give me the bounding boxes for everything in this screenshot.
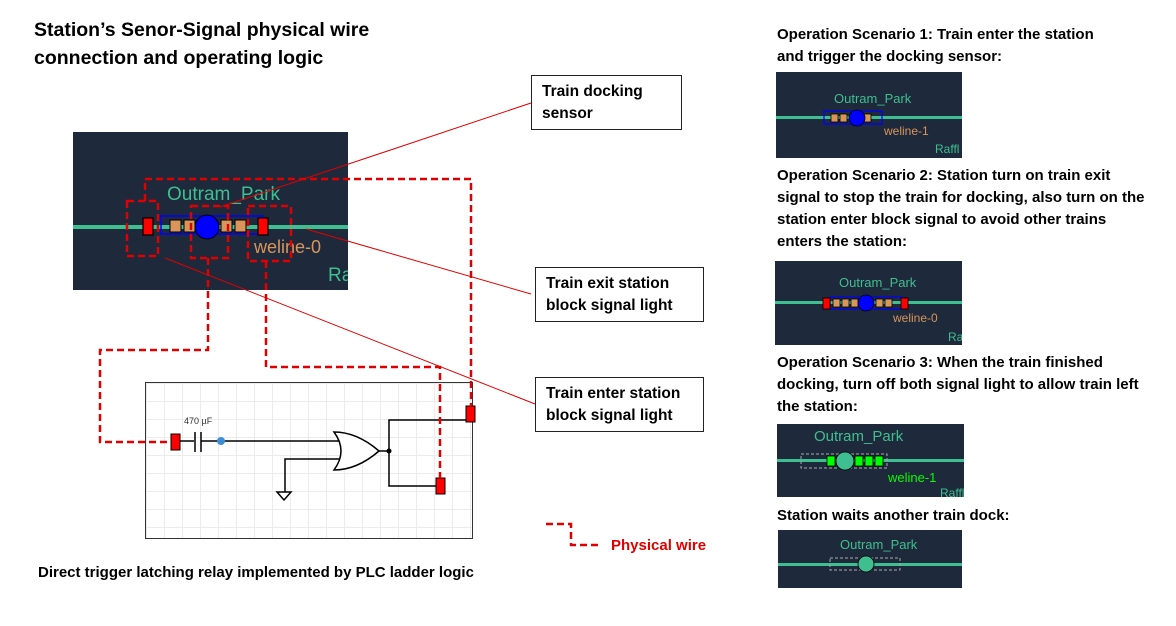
sensor-segment (884, 298, 893, 308)
partial-station-label: Ra (948, 330, 962, 344)
main-station-panel: Outram_Park weline-0 Ra (73, 132, 348, 290)
capacitor-node (217, 437, 225, 445)
sensor-segment (874, 455, 884, 467)
station-name-label: Outram_Park (814, 428, 904, 445)
line-name-label: weline-1 (884, 124, 929, 138)
or-gate (332, 431, 381, 471)
scenario-1-text: Operation Scenario 1: Train enter the st… (777, 26, 1094, 65)
scenario-2-panel: Outram_Park weline-0 Ra (775, 261, 962, 345)
capacitor-label: 470 µF (184, 416, 213, 426)
station-name-label: Outram_Park (839, 275, 917, 290)
junction-dot (386, 448, 392, 454)
output-terminal-a (465, 405, 476, 423)
input-terminal (170, 433, 181, 451)
output-terminal-b (435, 477, 446, 495)
train-marker (848, 109, 866, 127)
scenario-2-text: Operation Scenario 2: Station turn on tr… (777, 167, 1145, 250)
scenario-4-text: Station waits another train dock: (777, 507, 1010, 524)
partial-station-label: Raffl (940, 486, 964, 497)
scenario-1-components (823, 109, 883, 127)
enter-signal-light (257, 217, 269, 236)
train-marker (194, 214, 220, 240)
circuit-panel (145, 382, 473, 539)
sensor-segment (864, 455, 874, 467)
station-name-label: Outram_Park (840, 537, 918, 552)
ground-symbol (275, 491, 293, 502)
callout-leaders (164, 102, 536, 405)
legend-wire-sample (546, 522, 601, 547)
scenario-2-components (822, 294, 909, 312)
scenario-4-components (829, 555, 901, 573)
exit-signal-light (142, 217, 154, 236)
sensor-segment (850, 298, 859, 308)
train-marker (835, 451, 855, 471)
circuit-caption: Direct trigger latching relay implemente… (38, 564, 474, 581)
partial-station-label: Raffl (935, 142, 960, 156)
sensor-segment (875, 298, 884, 308)
callout-docking-sensor: Train docking sensor (531, 75, 682, 130)
line-name-label: weline-1 (888, 470, 937, 485)
partial-station-label: Ra (328, 265, 348, 286)
station-name-label: Outram_Park (167, 184, 280, 205)
sensor-segment (220, 219, 233, 233)
station-name-label: Outram_Park (834, 91, 912, 106)
line-name-label: weline-0 (254, 237, 322, 257)
sensor-segment (854, 455, 864, 467)
scenario-1-panel: Outram_Park weline-1 Raffl (776, 72, 962, 158)
callout-enter-signal: Train enter station block signal light (535, 377, 704, 432)
exit-signal-light (822, 297, 831, 310)
callout-exit-signal: Train exit station block signal light (535, 267, 704, 322)
sensor-segment (830, 113, 839, 123)
line-name-label: weline-0 (893, 311, 938, 325)
train-marker (857, 294, 875, 312)
sensor-segment (832, 298, 841, 308)
legend-label: Physical wire (611, 537, 707, 554)
scenario-4-panel: Outram_Park (778, 530, 962, 588)
sensor-segment (826, 455, 836, 467)
enter-signal-light (900, 297, 909, 310)
diagram-title: Station’s Senor-Signal physical wire con… (34, 19, 370, 69)
scenario-3-text: Operation Scenario 3: When the train fin… (777, 354, 1139, 415)
sensor-segment (169, 219, 182, 233)
station-components (142, 214, 269, 240)
sensor-segment (841, 298, 850, 308)
physical-wires (98, 177, 473, 478)
train-marker (857, 555, 875, 573)
circuit-wiring (178, 419, 471, 492)
scenario-3-components (800, 451, 888, 471)
sensor-segment (234, 219, 247, 233)
sensor-segment (839, 113, 848, 123)
scenario-3-panel: Outram_Park weline-1 Raffl (777, 424, 964, 497)
